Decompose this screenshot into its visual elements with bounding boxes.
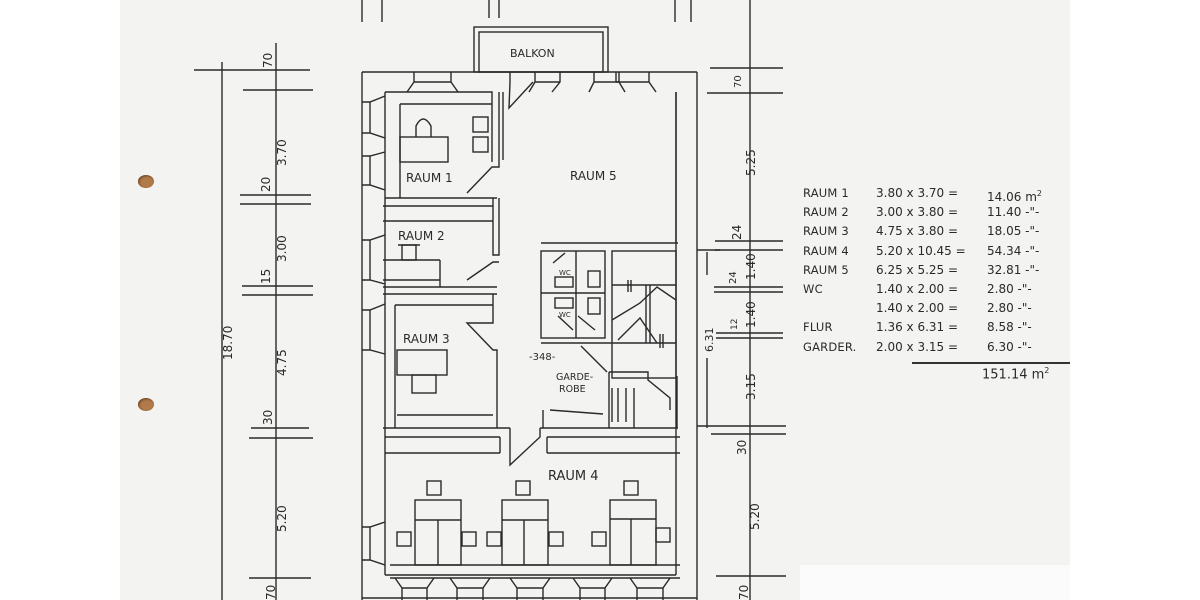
area-row-raum5: RAUM 5 6.25 x 5.25 = 32.81 -"- (803, 261, 1073, 280)
area-row-raum1: RAUM 1 3.80 x 3.70 = 14.06 m2 (803, 184, 1073, 204)
garderobe-label-1: GARDE- (556, 372, 593, 383)
sum-divider (912, 362, 1070, 364)
dim-left-70-bottom: 70 (264, 585, 278, 600)
area-row-name: RAUM 1 (803, 186, 849, 200)
garderobe-label-2: ROBE (559, 384, 586, 395)
area-row-wc2: 1.40 x 2.00 = 2.80 -"- (803, 299, 1073, 318)
area-row-value: 14.06 m2 (987, 189, 1042, 204)
wc2-label: WC (559, 311, 571, 319)
top-dimension-ticks (361, 0, 692, 22)
area-row-value: 8.58 -"- (987, 320, 1032, 335)
wc1-label: WC (559, 269, 571, 277)
area-row-raum2: RAUM 2 3.00 x 3.80 = 11.40 -"- (803, 203, 1073, 222)
raum1-walls (385, 91, 500, 199)
area-row-value: 18.05 -"- (987, 224, 1040, 239)
dim-left-3-70: 3.70 (275, 139, 289, 166)
area-row-name: RAUM 5 (803, 262, 849, 277)
left-dimension-lines (194, 43, 313, 600)
dim-right-70-top: 70 (733, 75, 744, 88)
dim-overall-length: 18.70 (221, 326, 235, 360)
raum4-walls (385, 428, 680, 600)
raum4-label: RAUM 4 (548, 469, 599, 484)
area-row-value: 54.34 -"- (987, 243, 1040, 258)
area-total: 151.14 m2 (982, 366, 1050, 383)
dim-right-1-40-a: 1.40 (744, 253, 758, 280)
area-row-name: RAUM 2 (803, 205, 849, 220)
stairwell (611, 250, 677, 379)
area-row-name: FLUR (803, 320, 833, 335)
dim-right-24-b: 24 (728, 271, 739, 284)
dim-right-30: 30 (735, 440, 749, 455)
raum1-label: RAUM 1 (406, 171, 453, 185)
area-row-name: WC (803, 281, 823, 296)
punch-hole-top (138, 175, 154, 188)
area-row-name: GARDER. (803, 339, 857, 354)
area-row-name: RAUM 4 (803, 243, 849, 258)
outer-walls (361, 71, 698, 600)
area-row-raum3: RAUM 3 4.75 x 3.80 = 18.05 -"- (803, 222, 1073, 241)
area-row-raum4: RAUM 4 5.20 x 10.45 = 54.34 -"- (803, 242, 1073, 261)
area-row-dims: 1.40 x 2.00 = (876, 301, 959, 316)
area-row-dims: 3.00 x 3.80 = (876, 205, 959, 220)
right-dimension-lines (697, 0, 786, 600)
dim-right-1-40-b: 1.40 (744, 301, 758, 328)
raum2-label: RAUM 2 (398, 229, 445, 243)
dim-right-5-20: 5.20 (748, 503, 762, 530)
scan-edge (800, 565, 1070, 600)
area-row-value: 2.80 -"- (987, 301, 1032, 316)
dim-right-24-a: 24 (730, 225, 744, 240)
balcony-label: BALKON (510, 47, 555, 60)
area-row-dims: 3.80 x 3.70 = (876, 186, 959, 200)
area-row-dims: 2.00 x 3.15 = (876, 339, 959, 354)
left-windows (362, 95, 386, 566)
dim-left-5-20: 5.20 (275, 505, 289, 532)
dim-left-20: 20 (259, 177, 273, 192)
raum3-label: RAUM 3 (403, 332, 450, 346)
area-table: RAUM 1 3.80 x 3.70 = 14.06 m2 RAUM 2 3.0… (803, 184, 1073, 357)
dim-right-3-15: 3.15 (744, 373, 758, 400)
dim-left-15: 15 (259, 269, 273, 284)
area-row-dims: 1.36 x 6.31 = (876, 320, 959, 335)
area-row-garderobe: GARDER. 2.00 x 3.15 = 6.30 -"- (803, 338, 1073, 357)
dim-left-30: 30 (261, 410, 275, 425)
dim-right-70-bottom: 70 (737, 585, 751, 600)
dim-flur-length: 6.31 (703, 328, 716, 353)
garderobe (540, 345, 678, 429)
area-row-dims: 6.25 x 5.25 = (876, 262, 959, 277)
area-row-dims: 1.40 x 2.00 = (876, 281, 959, 296)
punch-hole-bottom (138, 398, 154, 411)
area-row-value: 32.81 -"- (987, 262, 1040, 277)
wc-block (540, 250, 612, 344)
area-row-value: 6.30 -"- (987, 339, 1032, 354)
dim-right-12: 12 (730, 319, 740, 330)
raum5-label: RAUM 5 (570, 169, 617, 183)
area-row-flur: FLUR 1.36 x 6.31 = 8.58 -"- (803, 318, 1073, 337)
area-row-dims: 4.75 x 3.80 = (876, 224, 959, 239)
dim-right-5-25: 5.25 (744, 149, 758, 176)
raum3-walls (383, 293, 510, 429)
raum2-walls (383, 198, 500, 288)
area-row-value: 2.80 -"- (987, 281, 1032, 296)
raum5-walls (502, 72, 678, 244)
dim-left-70-top: 70 (261, 53, 275, 68)
dim-left-3-00: 3.00 (275, 235, 289, 262)
area-row-wc1: WC 1.40 x 2.00 = 2.80 -"- (803, 280, 1073, 299)
area-row-name: RAUM 3 (803, 224, 849, 239)
corridor-dimension: -348- (529, 352, 556, 363)
top-windows (406, 72, 657, 93)
area-row-dims: 5.20 x 10.45 = (876, 243, 966, 258)
paper-sheet (120, 0, 1070, 600)
dim-left-4-75: 4.75 (275, 349, 289, 376)
area-row-value: 11.40 -"- (987, 205, 1040, 220)
